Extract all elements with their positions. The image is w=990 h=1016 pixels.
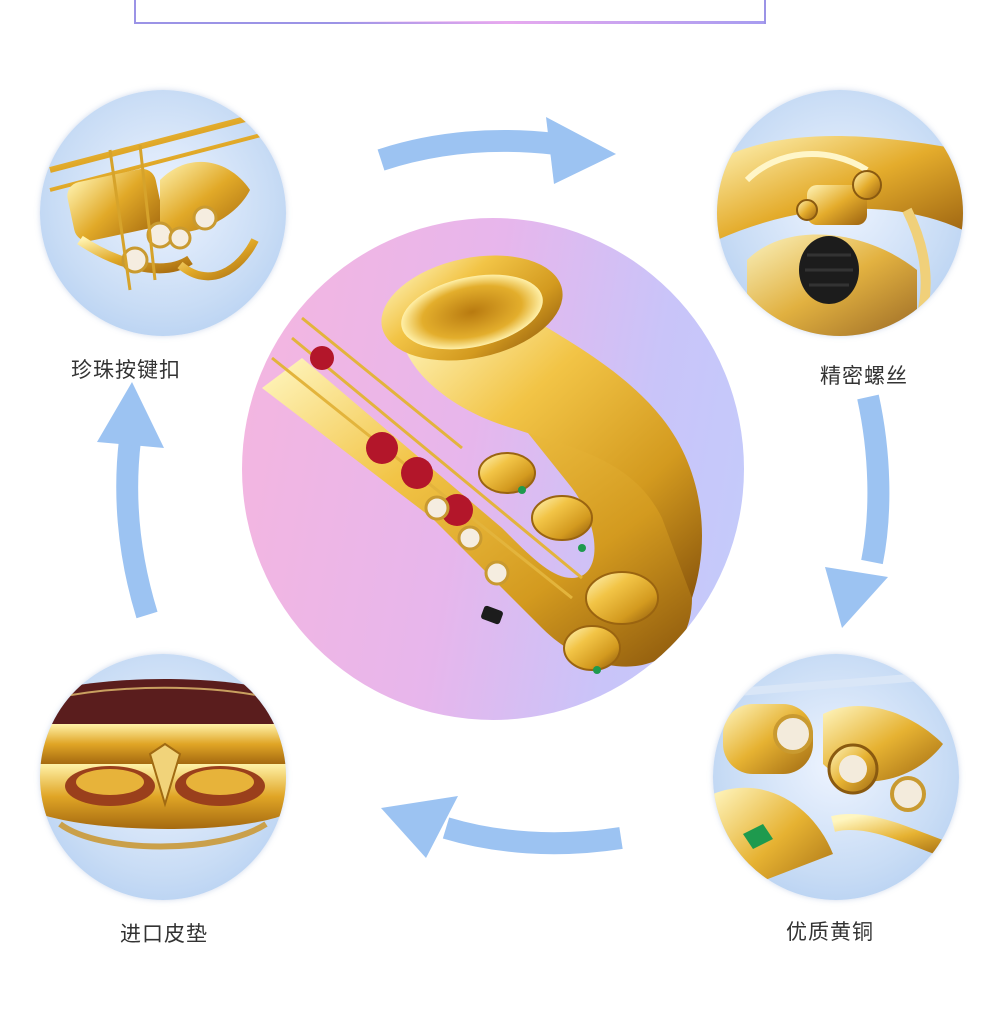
arrow-bottom-left (381, 796, 623, 858)
arrow-top-right (377, 117, 616, 184)
arrow-left-up (97, 382, 164, 619)
label-quality-brass: 优质黄铜 (786, 920, 874, 944)
quality-brass-image (713, 670, 959, 900)
saxophone-image (262, 255, 702, 674)
thumb-precision-screws (717, 90, 963, 336)
center-saxophone-panel (242, 218, 744, 720)
thumb-imported-pads (40, 654, 286, 900)
precision-screws-image (717, 136, 963, 336)
thumb-pearl-keys (40, 90, 286, 336)
imported-pads-image (40, 679, 286, 850)
label-pearl-keys: 珍珠按键扣 (71, 358, 181, 382)
arrow-right-down (825, 394, 890, 628)
top-banner-frame (134, 0, 766, 24)
thumb-quality-brass (713, 654, 959, 900)
pearl-keys-image (49, 107, 281, 291)
label-imported-pads: 进口皮垫 (120, 922, 208, 946)
label-precision-screws: 精密螺丝 (820, 364, 908, 388)
